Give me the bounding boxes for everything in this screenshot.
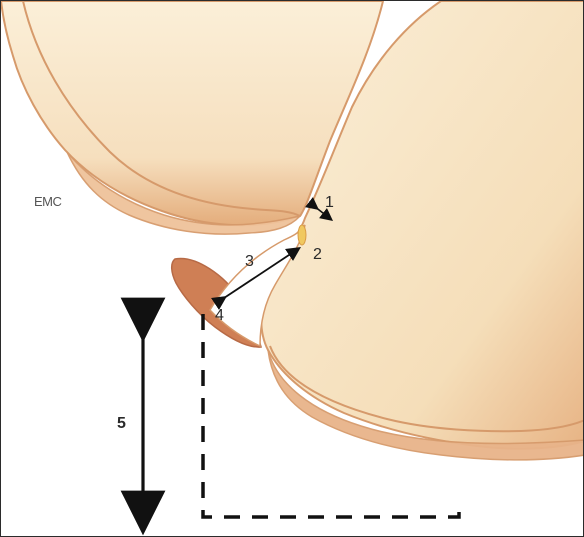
contact-point <box>298 225 306 245</box>
label-three: 3 <box>245 253 254 270</box>
label-four: 4 <box>215 307 224 324</box>
label-five: 5 <box>117 415 126 432</box>
watermark-label: EMC <box>34 194 62 209</box>
label-one: 1 <box>325 194 334 211</box>
label-two: 2 <box>313 246 322 263</box>
